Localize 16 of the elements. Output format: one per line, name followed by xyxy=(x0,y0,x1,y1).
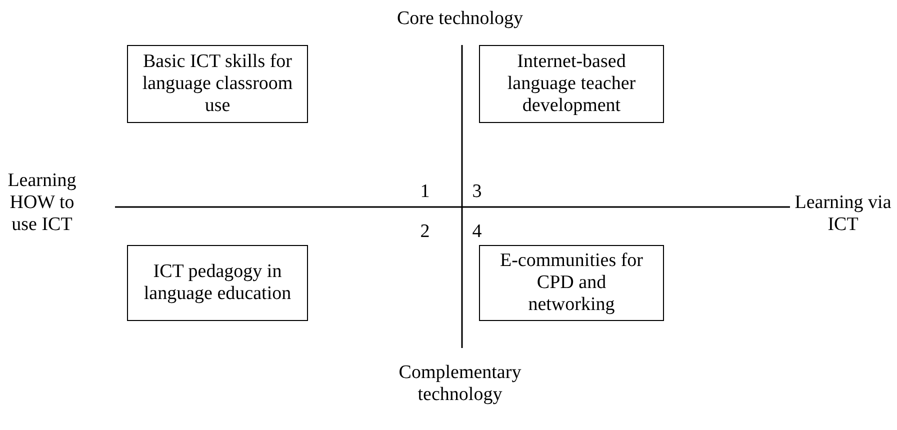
quadrant-number: 4 xyxy=(471,221,483,243)
quadrant-number: 3 xyxy=(471,181,483,203)
axis-label: Learning HOW to use ICT xyxy=(6,170,78,236)
quadrant-box xyxy=(479,45,664,123)
axis-label: Core technology xyxy=(396,8,524,30)
axis-label: Learning via ICT xyxy=(794,192,892,236)
quadrant-number: 1 xyxy=(419,181,431,203)
box-text: E-communities for CPD and networking xyxy=(499,250,644,316)
box-text: ICT pedagogy in language education xyxy=(142,261,292,305)
quadrant-box xyxy=(479,245,664,321)
box-text: Basic ICT skills for language classroom use xyxy=(142,51,293,117)
axis-label: Complementary technology xyxy=(398,362,522,406)
quadrant-number: 2 xyxy=(419,221,431,243)
quadrant-box xyxy=(127,45,308,123)
box-text: Internet-based language teacher development xyxy=(506,51,637,117)
quadrant-box xyxy=(127,245,308,321)
